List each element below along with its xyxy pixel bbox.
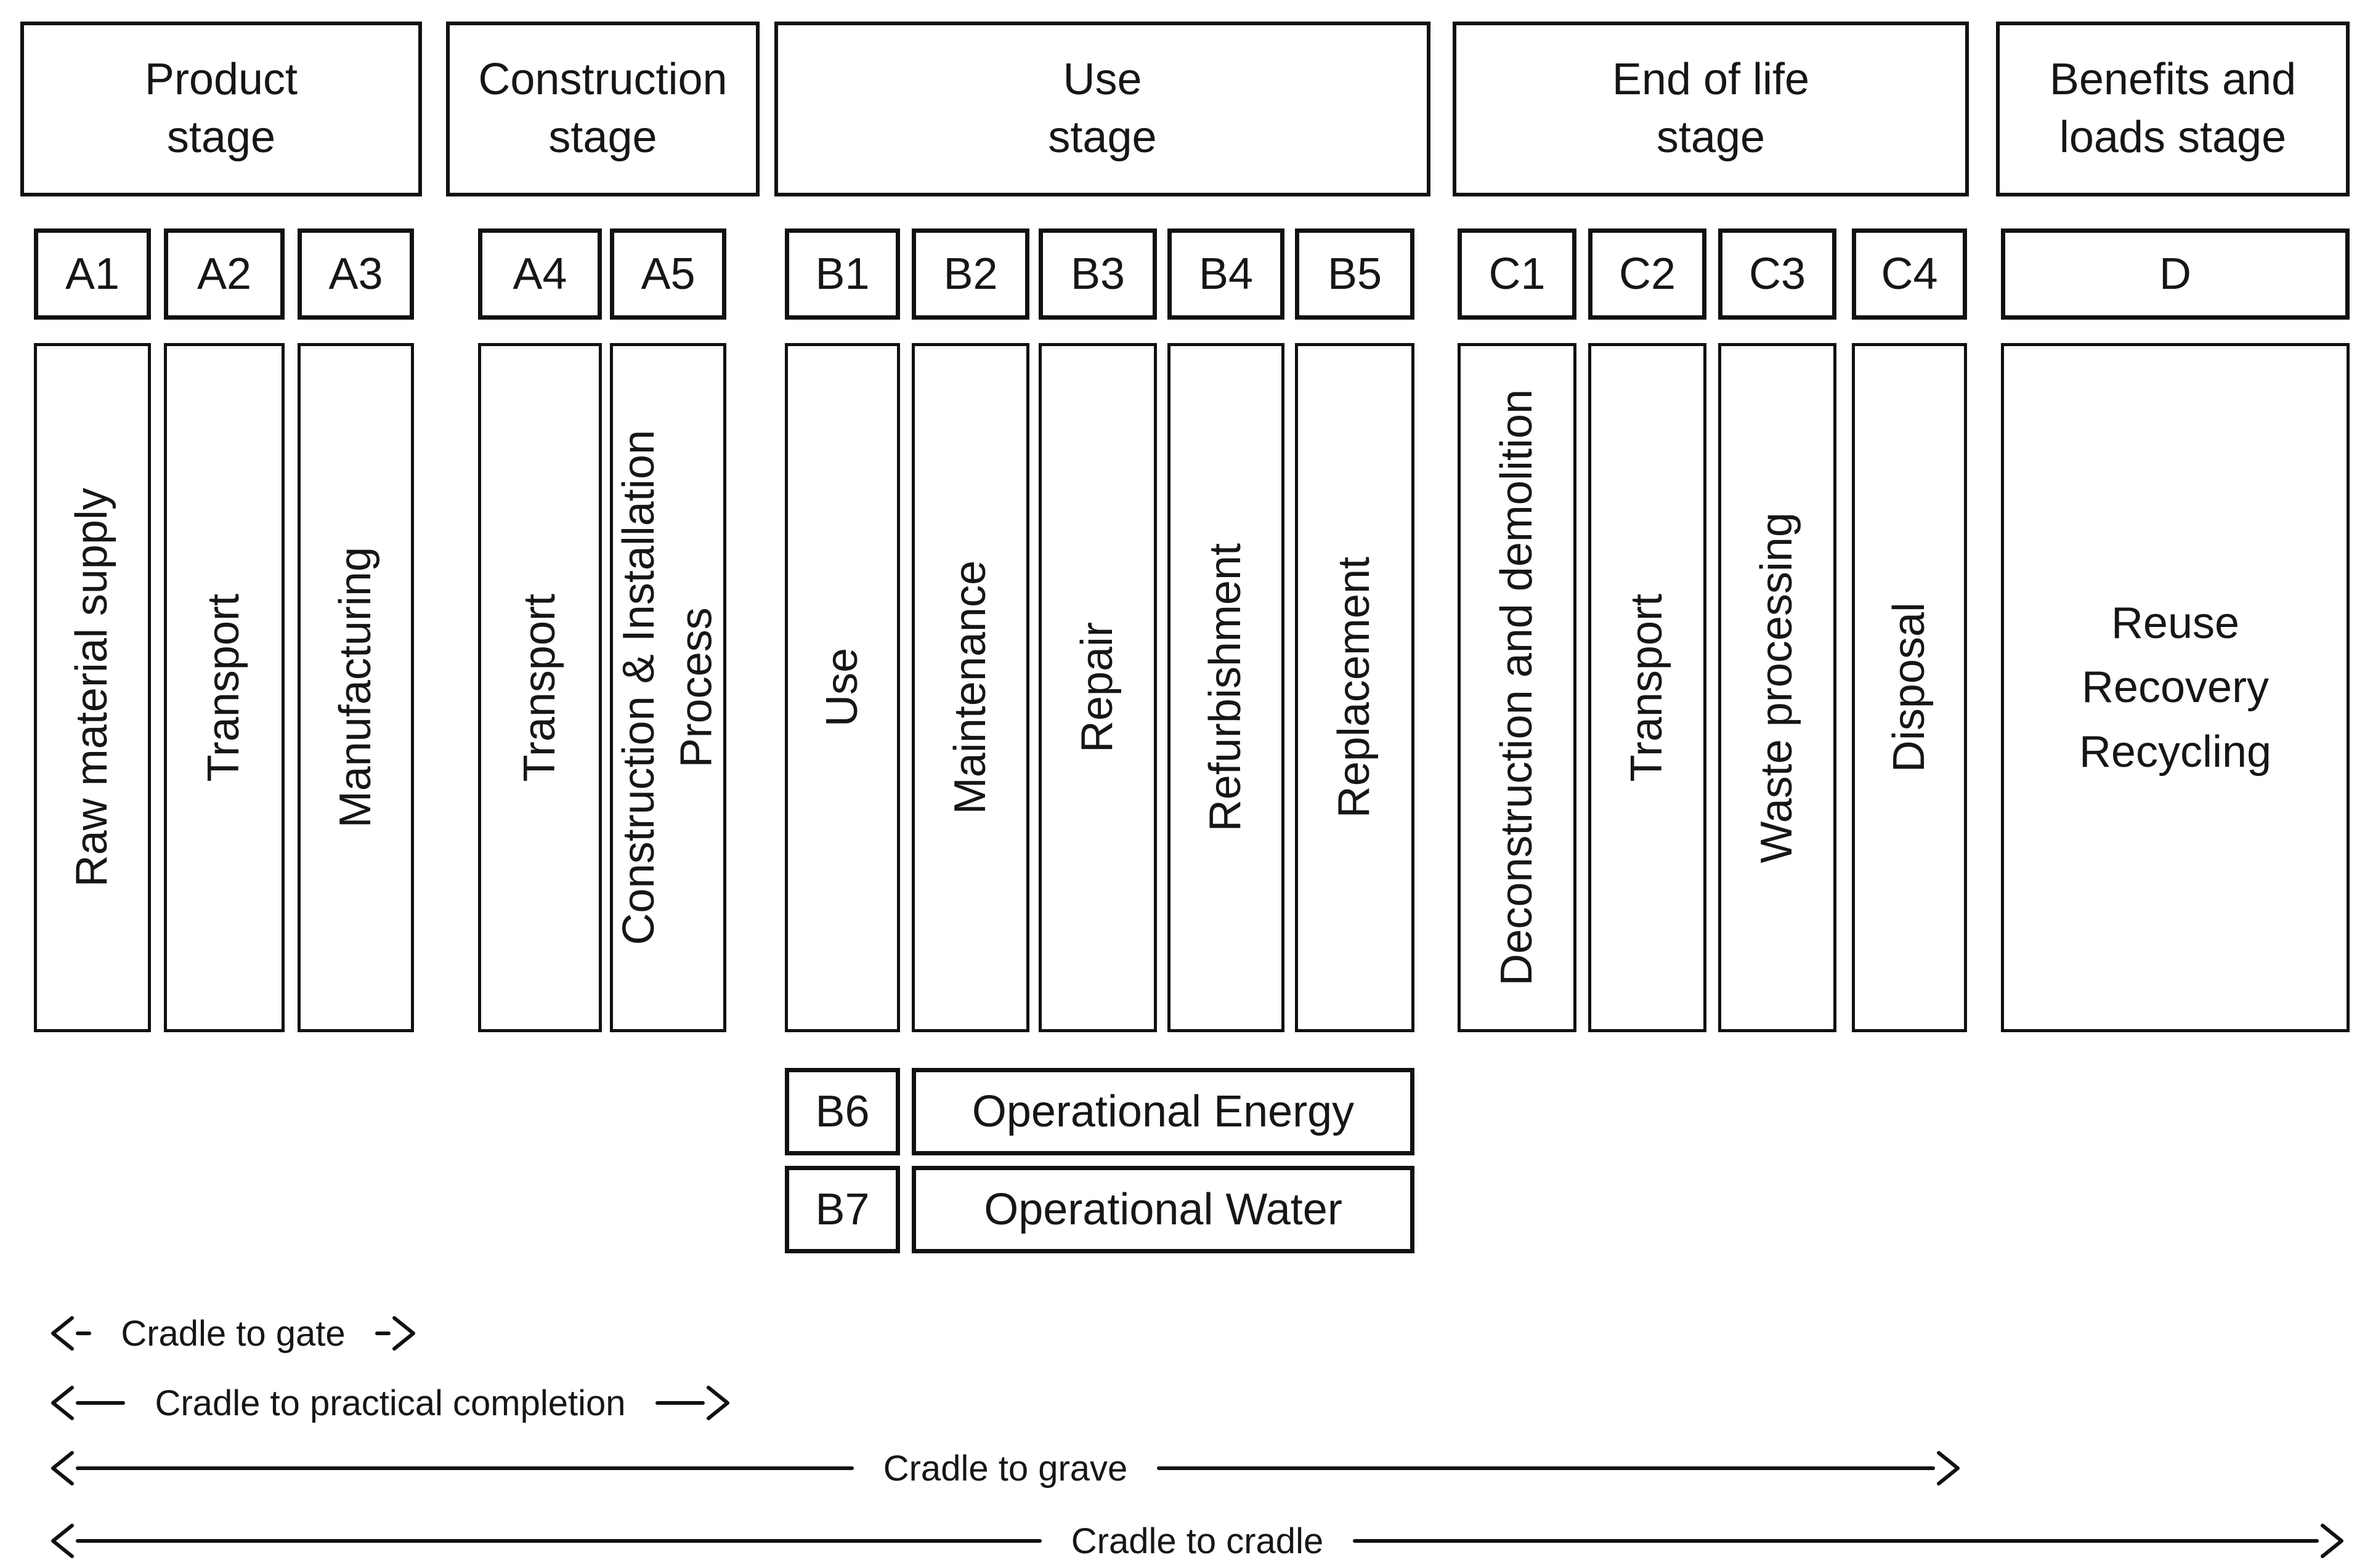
module-label-c1: Deconstruction and demolition bbox=[1491, 389, 1541, 986]
module-label-a3: Manufacturing bbox=[330, 547, 380, 828]
arrow-left-icon bbox=[51, 1451, 74, 1485]
stage-header-end-of-life: End of life stage bbox=[1453, 22, 1969, 196]
scope-label-cradle-to-practical-completion: Cradle to practical completion bbox=[155, 1383, 626, 1423]
module-label-d: Reuse Recovery Recycling bbox=[2079, 598, 2272, 777]
arrow-line bbox=[375, 1332, 391, 1335]
module-code-c2: C2 bbox=[1588, 228, 1706, 320]
arrow-left-icon bbox=[51, 1524, 74, 1558]
module-bar-c2: Transport bbox=[1588, 343, 1706, 1032]
module-code-a3: A3 bbox=[298, 228, 414, 320]
module-bar-a3: Manufacturing bbox=[298, 343, 414, 1032]
module-bar-a4: Transport bbox=[478, 343, 602, 1032]
module-code-a1: A1 bbox=[34, 228, 151, 320]
arrow-right-icon bbox=[707, 1386, 729, 1420]
module-bar-b2: Maintenance bbox=[912, 343, 1029, 1032]
module-code-b7: B7 bbox=[785, 1166, 900, 1253]
module-label-c3: Waste processing bbox=[1752, 512, 1802, 863]
module-bar-b4: Refurbishment bbox=[1167, 343, 1284, 1032]
module-code-b4: B4 bbox=[1167, 228, 1284, 320]
module-code-c1: C1 bbox=[1458, 228, 1576, 320]
module-label-a2: Transport bbox=[199, 593, 249, 782]
module-bar-c4: Disposal bbox=[1852, 343, 1967, 1032]
module-label-b3: Repair bbox=[1073, 622, 1122, 753]
module-code-a4: A4 bbox=[478, 228, 602, 320]
arrow-line bbox=[76, 1332, 92, 1335]
module-label-b2: Maintenance bbox=[945, 560, 995, 815]
module-code-c3: C3 bbox=[1718, 228, 1836, 320]
module-bar-b3: Repair bbox=[1039, 343, 1157, 1032]
arrow-left-icon bbox=[51, 1386, 74, 1420]
module-code-c4: C4 bbox=[1852, 228, 1967, 320]
module-code-b5: B5 bbox=[1295, 228, 1414, 320]
arrow-line bbox=[76, 1539, 1042, 1543]
arrow-line bbox=[1157, 1466, 1936, 1470]
module-bar-a2: Transport bbox=[164, 343, 285, 1032]
scope-label-cradle-to-grave: Cradle to grave bbox=[883, 1448, 1128, 1489]
module-code-a2: A2 bbox=[164, 228, 285, 320]
module-bar-d: Reuse Recovery Recycling bbox=[2001, 343, 2350, 1032]
module-label-a5: Construction & Installation Process bbox=[614, 430, 721, 945]
scope-cradle-to-gate: Cradle to gate bbox=[47, 1313, 419, 1354]
module-code-b3: B3 bbox=[1039, 228, 1157, 320]
scope-cradle-to-practical-completion: Cradle to practical completion bbox=[47, 1383, 733, 1423]
module-bar-c3: Waste processing bbox=[1718, 343, 1836, 1032]
module-bar-c1: Deconstruction and demolition bbox=[1458, 343, 1576, 1032]
arrow-right-icon bbox=[2321, 1524, 2343, 1558]
module-code-b6: B6 bbox=[785, 1068, 900, 1155]
module-code-b2: B2 bbox=[912, 228, 1029, 320]
module-label-b1: Use bbox=[817, 648, 867, 727]
arrow-line bbox=[655, 1401, 705, 1405]
stage-header-product: Product stage bbox=[20, 22, 422, 196]
module-label-a4: Transport bbox=[514, 593, 564, 782]
arrow-left-icon bbox=[51, 1316, 74, 1351]
module-label-c2: Transport bbox=[1622, 593, 1672, 782]
module-bar-a5: Construction & Installation Process bbox=[610, 343, 726, 1032]
scope-cradle-to-cradle: Cradle to cradle bbox=[47, 1521, 2347, 1561]
arrow-line bbox=[1353, 1539, 2319, 1543]
operational-energy-box: Operational Energy bbox=[912, 1068, 1414, 1155]
scope-label-cradle-to-cradle: Cradle to cradle bbox=[1071, 1521, 1324, 1561]
module-label-b4: Refurbishment bbox=[1201, 543, 1251, 832]
module-label-a1: Raw material supply bbox=[67, 488, 117, 887]
stage-header-use: Use stage bbox=[774, 22, 1430, 196]
module-code-a5: A5 bbox=[610, 228, 726, 320]
stage-header-construction: Construction stage bbox=[446, 22, 760, 196]
arrow-line bbox=[76, 1466, 854, 1470]
module-bar-b5: Replacement bbox=[1295, 343, 1414, 1032]
operational-water-box: Operational Water bbox=[912, 1166, 1414, 1253]
module-label-c4: Disposal bbox=[1884, 602, 1934, 773]
scope-cradle-to-grave: Cradle to grave bbox=[47, 1448, 1963, 1489]
module-code-d: D bbox=[2001, 228, 2350, 320]
arrow-line bbox=[76, 1401, 126, 1405]
stage-header-benefits: Benefits and loads stage bbox=[1996, 22, 2350, 196]
arrow-right-icon bbox=[392, 1316, 415, 1351]
scope-label-cradle-to-gate: Cradle to gate bbox=[121, 1313, 346, 1354]
module-code-b1: B1 bbox=[785, 228, 900, 320]
module-bar-a1: Raw material supply bbox=[34, 343, 151, 1032]
module-label-b5: Replacement bbox=[1329, 557, 1379, 818]
module-bar-b1: Use bbox=[785, 343, 900, 1032]
arrow-right-icon bbox=[1937, 1451, 1960, 1485]
